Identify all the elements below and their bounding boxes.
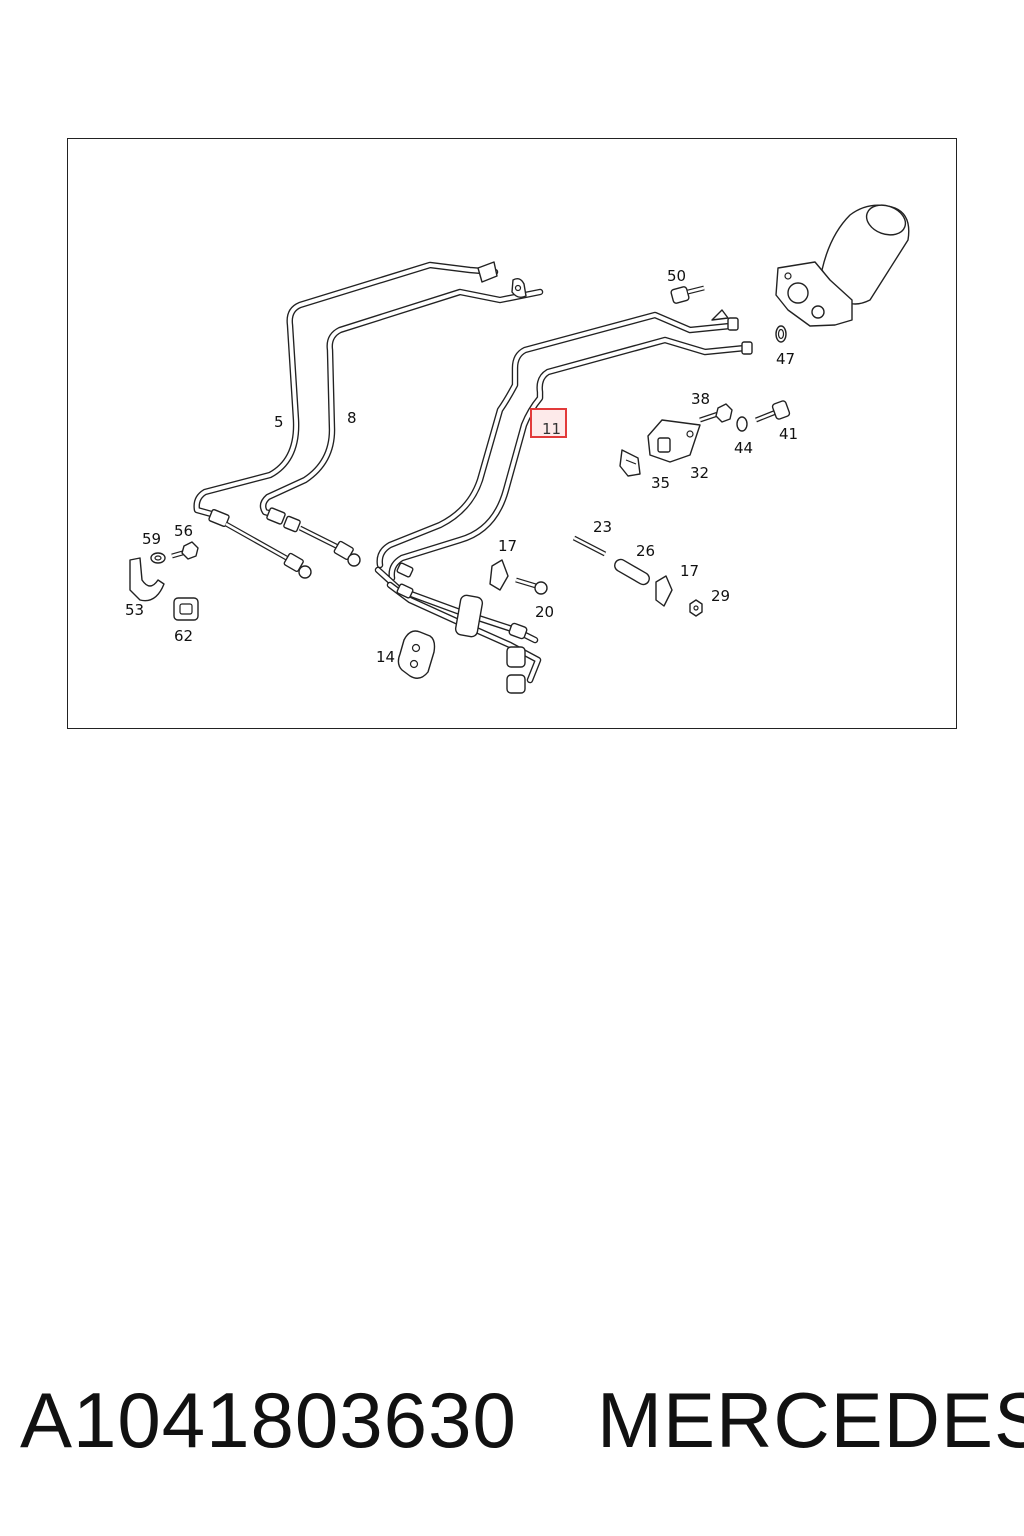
callout-62: 62 [174, 627, 193, 645]
brand-name: MERCEDES [597, 1376, 1024, 1464]
bolt-56 [171, 541, 199, 560]
spacer-26 [614, 558, 650, 586]
pipe-8 [259, 288, 544, 519]
washer-59 [150, 552, 166, 564]
callout-44: 44 [734, 439, 753, 457]
clip-53 [129, 557, 165, 602]
callout-5: 5 [274, 413, 284, 431]
callout-26: 26 [636, 542, 655, 560]
callout-59: 59 [142, 530, 161, 548]
callout-17-left: 17 [498, 537, 517, 555]
callout-17-right: 17 [680, 562, 699, 580]
bolt-38 [699, 403, 733, 423]
callout-47: 47 [776, 350, 795, 368]
callout-23: 23 [593, 518, 612, 536]
pipe-5 [193, 261, 499, 519]
callout-50: 50 [667, 267, 686, 285]
seal-ring-47 [775, 325, 787, 343]
callout-35: 35 [651, 474, 670, 492]
master-cylinder [775, 204, 910, 327]
bracket-top-left [477, 261, 527, 299]
callout-29: 29 [711, 587, 730, 605]
bracket-32 [647, 419, 701, 463]
bolt-20 [515, 577, 548, 595]
hose-left-5 [208, 508, 312, 579]
washer-44 [736, 416, 748, 432]
callout-38: 38 [691, 390, 710, 408]
highlight-box-11 [530, 408, 567, 438]
callout-53: 53 [125, 601, 144, 619]
nut-29 [689, 599, 703, 617]
hose-left-8 [266, 507, 361, 567]
grommet-62 [173, 597, 199, 621]
callout-20: 20 [535, 603, 554, 621]
highlighted-label-11: 11 [542, 420, 561, 438]
holder-14 [397, 630, 436, 679]
clip-17-right [655, 575, 673, 607]
bolt-41 [755, 400, 791, 423]
callout-41: 41 [779, 425, 798, 443]
callout-8: 8 [347, 409, 357, 427]
pipe-11 [374, 309, 753, 694]
callout-14: 14 [376, 648, 395, 666]
bolt-50 [670, 285, 705, 304]
clip-35 [619, 449, 641, 477]
part-number: A1041803630 [20, 1376, 517, 1464]
stud-23 [572, 535, 607, 557]
clip-17-left [489, 559, 509, 591]
callout-56: 56 [174, 522, 193, 540]
callout-32: 32 [690, 464, 709, 482]
